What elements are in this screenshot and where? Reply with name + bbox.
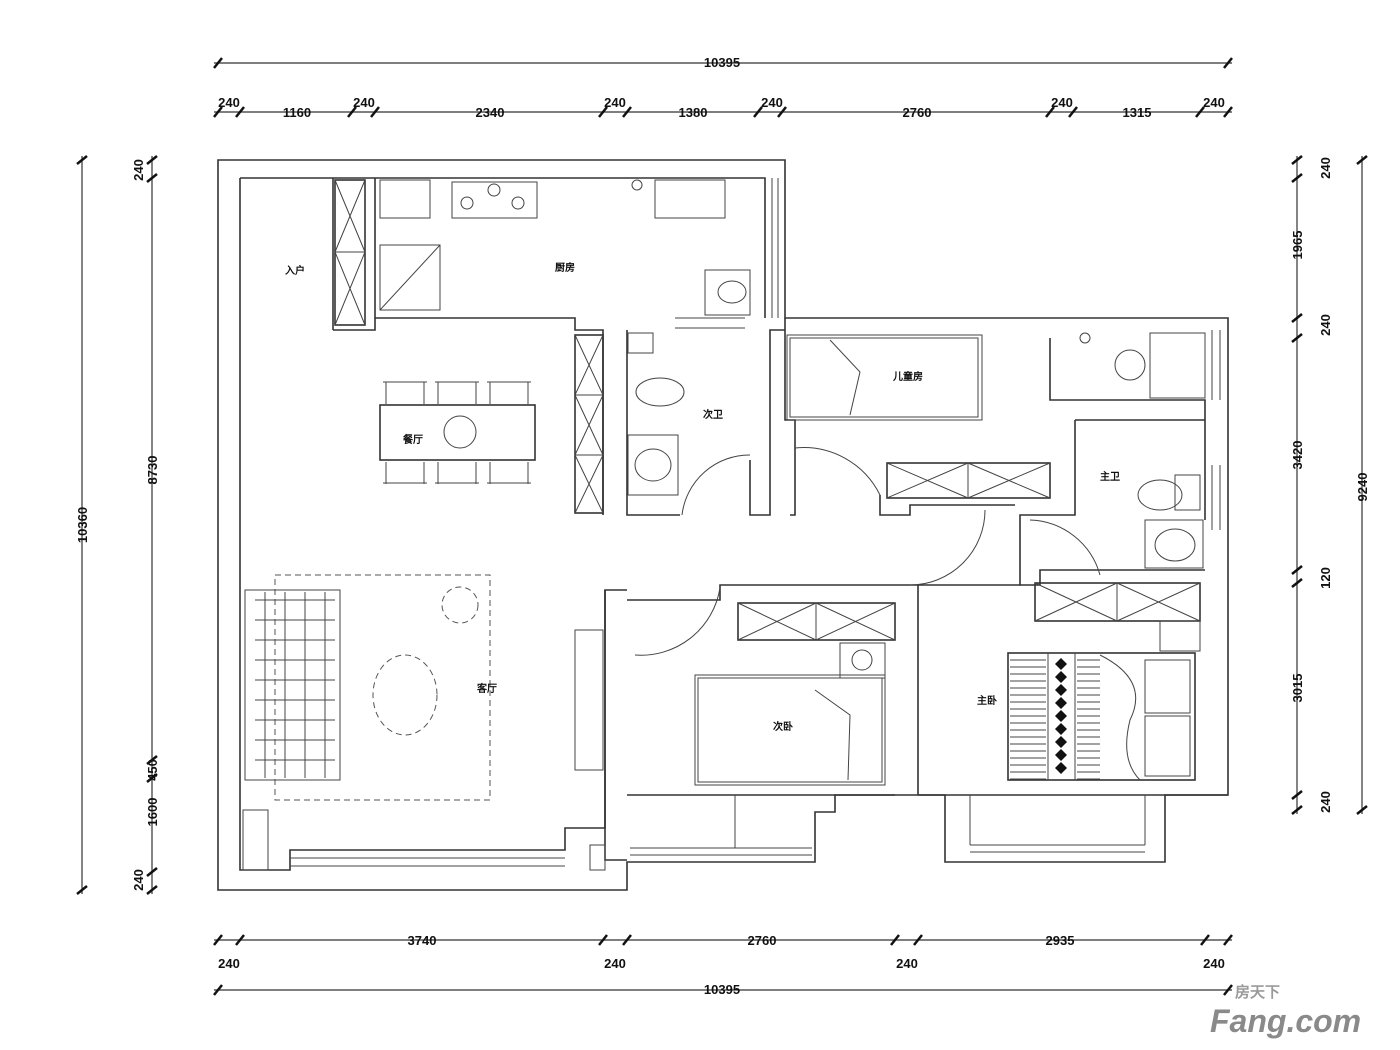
dimension-top: 10395 240 1160 240 2340 240 1380 240 276… — [213, 55, 1233, 120]
room-label-dining: 餐厅 — [402, 433, 423, 446]
dim-top: 1380 — [679, 105, 708, 120]
dimension-tick — [1223, 106, 1233, 118]
dimension-tick — [146, 155, 158, 165]
dimension-tick — [1223, 934, 1233, 946]
dimension-tick — [1291, 173, 1303, 183]
dimension-tick — [213, 934, 223, 946]
room-label-kids-room: 儿童房 — [892, 370, 923, 383]
dim-left-total: 10360 — [75, 507, 90, 543]
dimension-tick — [598, 106, 608, 118]
dimension-tick — [622, 106, 632, 118]
dim-right: 3015 — [1290, 674, 1305, 703]
dimension-tick — [1291, 333, 1303, 343]
dimension-tick — [1200, 934, 1210, 946]
dimension-tick — [890, 934, 900, 946]
dimension-tick — [1195, 106, 1205, 118]
dim-left: 240 — [131, 869, 146, 891]
dim-top: 240 — [604, 95, 626, 110]
dimension-tick — [1291, 790, 1303, 800]
dimension-tick — [622, 934, 632, 946]
dim-top: 240 — [1051, 95, 1073, 110]
bed-diamond — [1055, 762, 1067, 774]
dim-right: 240 — [1318, 314, 1333, 336]
bed-diamond — [1055, 736, 1067, 748]
dim-top: 2760 — [903, 105, 932, 120]
watermark: 房天下 Fang.com — [1210, 983, 1361, 1039]
walls — [217, 159, 1229, 891]
dimension-tick — [1068, 106, 1078, 118]
dimension-tick — [146, 755, 158, 765]
dim-right: 1965 — [1290, 231, 1305, 260]
dimension-tick — [777, 106, 787, 118]
dim-top: 240 — [1203, 95, 1225, 110]
dimension-tick — [146, 867, 158, 877]
dimension-tick — [1291, 313, 1303, 323]
bed-diamond — [1055, 697, 1067, 709]
room-label-master-bedroom: 主卧 — [977, 694, 997, 707]
dim-left: 240 — [131, 159, 146, 181]
bed-diamond — [1055, 749, 1067, 761]
dimension-tick — [347, 106, 357, 118]
dimension-bottom: 3740 2760 2935 240 240 240 240 10395 — [213, 933, 1233, 997]
dim-left: 1600 — [145, 798, 160, 827]
dim-bottom: 2935 — [1046, 933, 1075, 948]
dim-top: 1160 — [283, 105, 311, 120]
dim-top: 2340 — [476, 105, 505, 120]
dimension-tick — [370, 106, 380, 118]
dim-top: 240 — [761, 95, 783, 110]
bed-diamond — [1055, 723, 1067, 735]
dim-left: 450 — [145, 759, 160, 781]
room-label-second-bath: 次卫 — [703, 408, 723, 421]
dimension-tick — [1291, 155, 1303, 165]
bed-diamond — [1055, 710, 1067, 722]
dim-right: 240 — [1318, 791, 1333, 813]
dim-right-total: 9240 — [1355, 473, 1370, 502]
bed-diamond — [1055, 684, 1067, 696]
dimension-tick — [1291, 565, 1303, 575]
dim-bottom: 3740 — [408, 933, 437, 948]
doors — [634, 447, 1101, 656]
dimension-tick — [146, 773, 158, 783]
furniture — [244, 179, 1206, 801]
watermark-cn: 房天下 — [1235, 983, 1280, 1001]
dimension-tick — [753, 106, 763, 118]
bed-diamond — [1055, 671, 1067, 683]
bed-diamond — [1055, 658, 1067, 670]
room-label-second-bedroom: 次卧 — [773, 720, 793, 733]
dimension-right: 240 1965 240 3420 120 3015 240 9240 — [1290, 155, 1370, 815]
dimension-tick — [146, 885, 158, 895]
room-label-entry: 入户 — [285, 264, 305, 277]
dim-left: 8730 — [145, 456, 160, 485]
dim-bottom: 240 — [604, 956, 626, 971]
dimension-tick — [235, 106, 245, 118]
room-label-kitchen: 厨房 — [555, 261, 575, 274]
dimension-tick — [146, 173, 158, 183]
dim-right: 120 — [1318, 567, 1333, 589]
dim-top: 240 — [353, 95, 375, 110]
dimension-tick — [598, 934, 608, 946]
dimension-tick — [1291, 578, 1303, 588]
dim-top: 1315 — [1123, 105, 1152, 120]
dim-bottom: 240 — [1203, 956, 1225, 971]
dimension-tick — [1291, 805, 1303, 815]
dim-bottom: 2760 — [748, 933, 777, 948]
dim-top: 240 — [218, 95, 240, 110]
room-label-master-bath: 主卫 — [1100, 470, 1120, 483]
dim-bottom: 240 — [218, 956, 240, 971]
dimension-tick — [913, 934, 923, 946]
dim-top-total: 10395 — [704, 55, 740, 70]
dimension-tick — [213, 106, 223, 118]
dim-bottom: 240 — [896, 956, 918, 971]
room-label-living: 客厅 — [476, 682, 497, 695]
dimension-left: 10360 240 8730 450 1600 240 — [75, 155, 160, 895]
dim-right: 3420 — [1290, 441, 1305, 470]
dimension-tick — [1045, 106, 1055, 118]
dim-bottom-total: 10395 — [704, 982, 740, 997]
dim-right: 240 — [1318, 157, 1333, 179]
dimension-tick — [235, 934, 245, 946]
watermark-en: Fang.com — [1210, 1003, 1361, 1039]
room-labels: 入户 厨房 餐厅 次卫 儿童房 主卫 主卧 次卧 客厅 — [285, 261, 1120, 733]
